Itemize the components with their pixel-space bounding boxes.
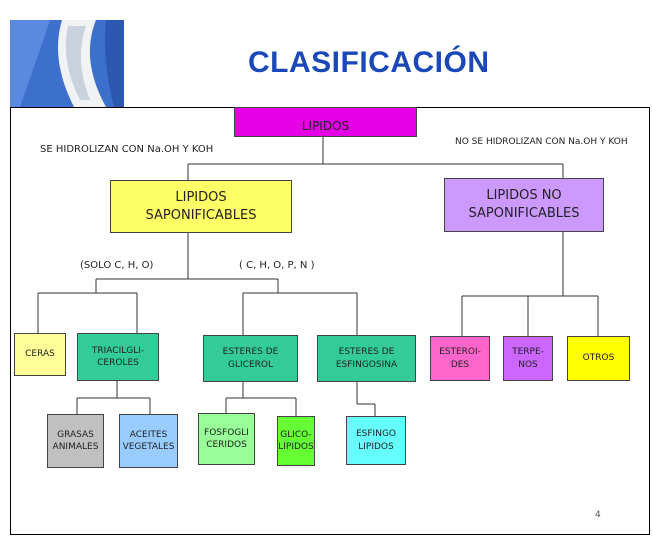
- label-no-hidrolizan: NO SE HIDROLIZAN CON Na.OH Y KOH: [455, 137, 628, 147]
- page-title: CLASIFICACIÓN: [248, 46, 490, 79]
- node-esteres-glicerol: ESTERES DE GLICEROL: [203, 335, 298, 382]
- node-grasas-animales: GRASAS ANIMALES: [47, 414, 104, 468]
- node-aceites-vegetales: ACEITES VEGETALES: [119, 414, 178, 468]
- node-esteroides: ESTEROI- DES: [430, 336, 490, 381]
- label-hidrolizan: SE HIDROLIZAN CON Na.OH Y KOH: [40, 144, 214, 155]
- node-triacilgliceroles: TRIACILGLI- CEROLES: [77, 333, 159, 381]
- label-solo-cho: (SOLO C, H, O): [80, 260, 154, 271]
- node-terpenos: TERPE- NOS: [503, 336, 553, 381]
- node-esteres-esfingosina: ESTERES DE ESFINGOSINA: [317, 335, 416, 382]
- node-lipidos-no-saponificables: LIPIDOS NO SAPONIFICABLES: [444, 178, 604, 232]
- label-chopn: ( C, H, O, P, N ): [239, 260, 315, 271]
- node-otros: OTROS: [567, 336, 630, 381]
- node-esfingolipidos: ESFINGO LIPIDOS: [346, 416, 406, 465]
- node-ceras: CERAS: [14, 333, 66, 376]
- node-fosfogliceridos: FOSFOGLI CERIDOS: [198, 413, 255, 465]
- decorative-image: [10, 20, 124, 107]
- page-number: 4: [595, 510, 601, 520]
- node-glicolipidos: GLICO- LIPIDOS: [277, 416, 315, 466]
- node-lipidos: LIPIDOS: [234, 107, 417, 137]
- node-lipidos-saponificables: LIPIDOS SAPONIFICABLES: [110, 180, 292, 233]
